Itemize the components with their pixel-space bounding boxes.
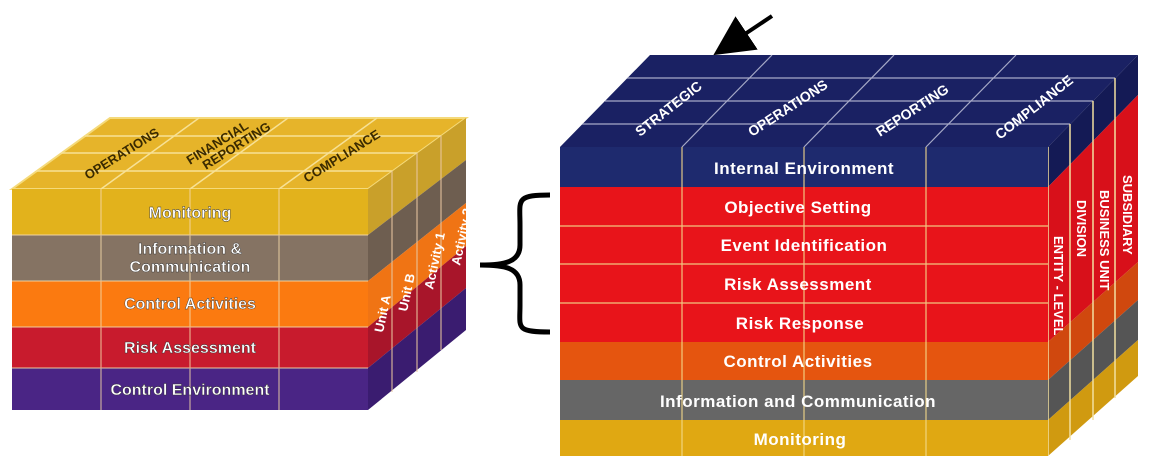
left-front-grid [12,189,368,410]
right-label-monitoring: Monitoring [754,430,847,449]
left-label-control-environment: Control Environment [110,382,270,399]
left-label-control-activities: Control Activities [124,296,256,313]
left-label-information-1: Information & [138,241,242,258]
right-side-label-division: DIVISION [1074,200,1089,257]
left-cube-top-grid [36,117,441,190]
left-side-grid [391,136,442,392]
left-cube: OPERATIONS FINANCIAL REPORTING COMPLIANC… [8,117,475,410]
right-label-objective-setting: Objective Setting [724,198,871,217]
curly-brace [479,192,551,335]
right-label-event-identification: Event Identification [721,236,888,255]
pointer-arrow [713,14,774,56]
left-label-information-2: Communication [130,259,251,276]
right-front-grid [560,147,1048,456]
left-label-monitoring: Monitoring [149,205,232,222]
right-side-label-subsidiary: SUBSIDIARY [1120,175,1135,255]
right-side-label-business-unit: BUSINESS UNIT [1097,190,1112,290]
right-label-internal-environment: Internal Environment [714,159,894,178]
right-side-label-entity-level: ENTITY - LEVEL [1051,236,1066,335]
left-label-risk-assessment: Risk Assessment [124,340,257,357]
right-cube: STRATEGIC OPERATIONS REPORTING COMPLIANC… [560,54,1159,456]
right-label-information-communication: Information and Communication [660,392,936,411]
right-side-outer-strip [1138,55,1159,376]
right-label-risk-assessment: Risk Assessment [724,275,872,294]
right-top-grid [582,54,1115,148]
right-label-control-activities: Control Activities [723,352,872,371]
right-label-risk-response: Risk Response [736,314,864,333]
